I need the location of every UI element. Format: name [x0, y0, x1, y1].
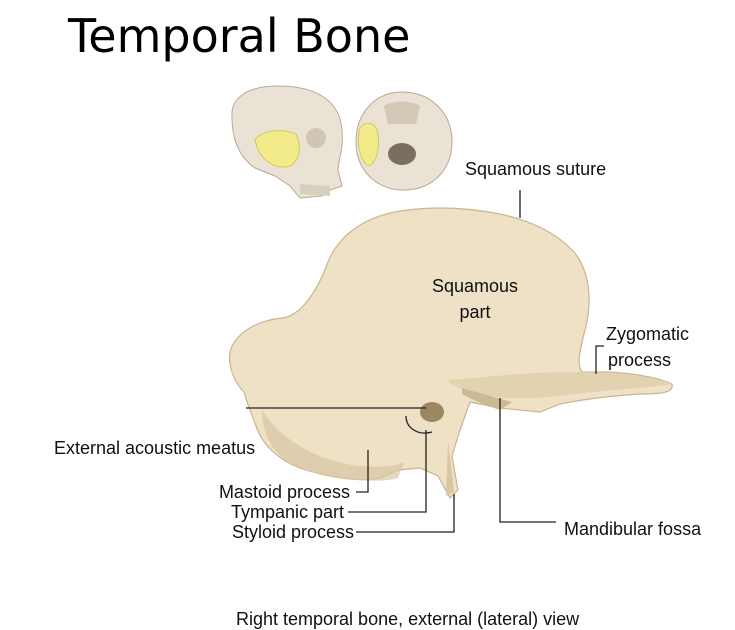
styloid-spike: [446, 440, 454, 496]
label-squamous-part-line2: part: [459, 302, 491, 322]
mastoid-shading: [262, 410, 404, 481]
label-zygomatic-line1: Zygomatic: [606, 324, 690, 344]
page-title: Temporal Bone: [68, 9, 411, 63]
temporal-bone-drawing: [229, 207, 673, 499]
label-styloid-process: Styloid process: [231, 522, 354, 542]
figure-caption: Right temporal bone, external (lateral) …: [236, 609, 580, 629]
leader-lines: [246, 190, 604, 533]
squamous-part-shape: [229, 207, 673, 499]
label-squamous-suture: Squamous suture: [465, 159, 607, 179]
leader-mandibular-fossa: [499, 398, 556, 523]
meatus-arc: [405, 415, 433, 434]
leader-styloid: [356, 494, 455, 533]
skull-inferior-thumbnail: [355, 91, 453, 191]
label-mastoid-process: Mastoid process: [218, 482, 350, 502]
leader-zygomatic: [595, 345, 604, 374]
zygomatic-arch-shading: [448, 372, 672, 399]
skull-lateral-thumbnail: [231, 85, 343, 199]
label-external-acoustic-meatus: External acoustic meatus: [54, 438, 256, 458]
leader-tympanic: [348, 430, 427, 513]
label-zygomatic-line2: process: [608, 350, 672, 370]
label-mandibular-fossa: Mandibular fossa: [564, 519, 702, 539]
label-squamous-part-line1: Squamous: [431, 276, 519, 296]
leader-mastoid: [356, 450, 369, 493]
meatus-opening: [420, 402, 444, 422]
label-tympanic-part: Tympanic part: [230, 502, 344, 522]
